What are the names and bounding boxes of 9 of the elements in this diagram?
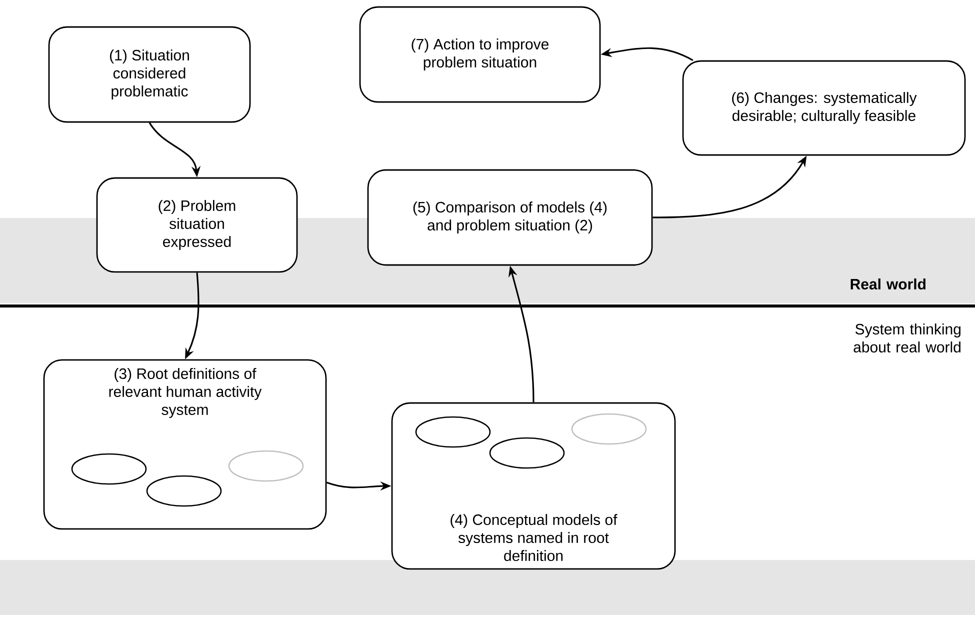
- process-box: (1) Situation considered problematic: [48, 26, 251, 123]
- region-label: System thinking about real world: [854, 323, 960, 352]
- process-box: (6) Changes: systematically desirable; culturally feasible: [682, 60, 966, 156]
- process-box: (4) Conceptual models of systems named in root definition: [391, 402, 676, 570]
- process-box: (2) Problem situation expressed: [96, 177, 298, 273]
- region-label: Real world: [850, 278, 926, 290]
- process-box: (5) Comparison of models (4) and problem situation (2): [367, 169, 653, 266]
- process-box: (7) Action to improve problem situation: [359, 6, 601, 103]
- process-box: (3) Root definitions of relevant human activity system: [43, 359, 327, 530]
